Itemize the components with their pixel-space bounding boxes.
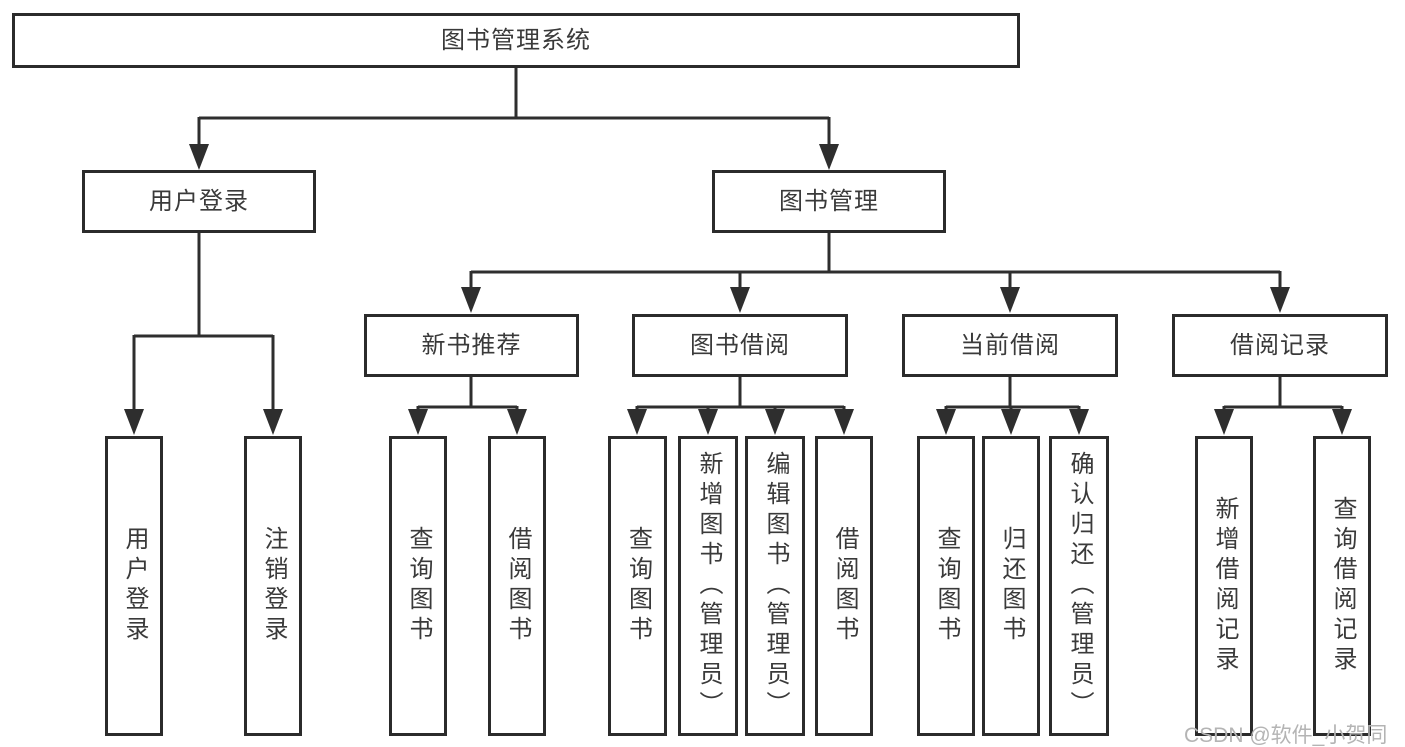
node-book-borrowing: 图书借阅 bbox=[632, 314, 848, 377]
arrowhead-icon bbox=[507, 409, 527, 435]
arrowhead-icon bbox=[408, 409, 428, 435]
arrowhead-icon bbox=[765, 409, 785, 435]
node-leaf-edit-books-admin: 编辑图书（管理员） bbox=[745, 436, 805, 736]
arrowhead-icon bbox=[189, 144, 209, 170]
node-leaf-add-books-admin: 新增图书（管理员） bbox=[678, 436, 738, 736]
node-leaf-query-books-borrowing: 查询图书 bbox=[608, 436, 667, 736]
node-leaf-query-borrow-record: 查询借阅记录 bbox=[1313, 436, 1371, 736]
node-leaf-borrow-books-borrowing: 借阅图书 bbox=[815, 436, 873, 736]
node-leaf-borrow-books-recommend: 借阅图书 bbox=[488, 436, 546, 736]
node-user-login: 用户登录 bbox=[82, 170, 316, 233]
arrowhead-icon bbox=[263, 409, 283, 435]
node-leaf-query-books-recommend: 查询图书 bbox=[389, 436, 447, 736]
arrowhead-icon bbox=[124, 409, 144, 435]
arrowhead-icon bbox=[1270, 287, 1290, 313]
node-borrowing-records: 借阅记录 bbox=[1172, 314, 1388, 377]
node-leaf-logout: 注销登录 bbox=[244, 436, 302, 736]
arrowhead-icon bbox=[1214, 409, 1234, 435]
node-new-book-recommend: 新书推荐 bbox=[364, 314, 579, 377]
arrowhead-icon bbox=[819, 144, 839, 170]
node-leaf-query-books-current: 查询图书 bbox=[917, 436, 975, 736]
node-book-management: 图书管理 bbox=[712, 170, 946, 233]
node-leaf-add-borrow-record: 新增借阅记录 bbox=[1195, 436, 1253, 736]
node-root: 图书管理系统 bbox=[12, 13, 1020, 68]
arrowhead-icon bbox=[627, 409, 647, 435]
node-leaf-confirm-return-admin: 确认归还（管理员） bbox=[1049, 436, 1109, 736]
arrowhead-icon bbox=[1332, 409, 1352, 435]
arrowhead-icon bbox=[1069, 409, 1089, 435]
arrowhead-icon bbox=[834, 409, 854, 435]
arrowhead-icon bbox=[730, 287, 750, 313]
arrowhead-icon bbox=[1000, 287, 1020, 313]
node-current-borrowing: 当前借阅 bbox=[902, 314, 1118, 377]
arrowhead-icon bbox=[1001, 409, 1021, 435]
arrowhead-icon bbox=[698, 409, 718, 435]
node-leaf-user-login: 用户登录 bbox=[105, 436, 163, 736]
arrowhead-icon bbox=[936, 409, 956, 435]
node-leaf-return-books: 归还图书 bbox=[982, 436, 1040, 736]
arrowhead-icon bbox=[461, 287, 481, 313]
